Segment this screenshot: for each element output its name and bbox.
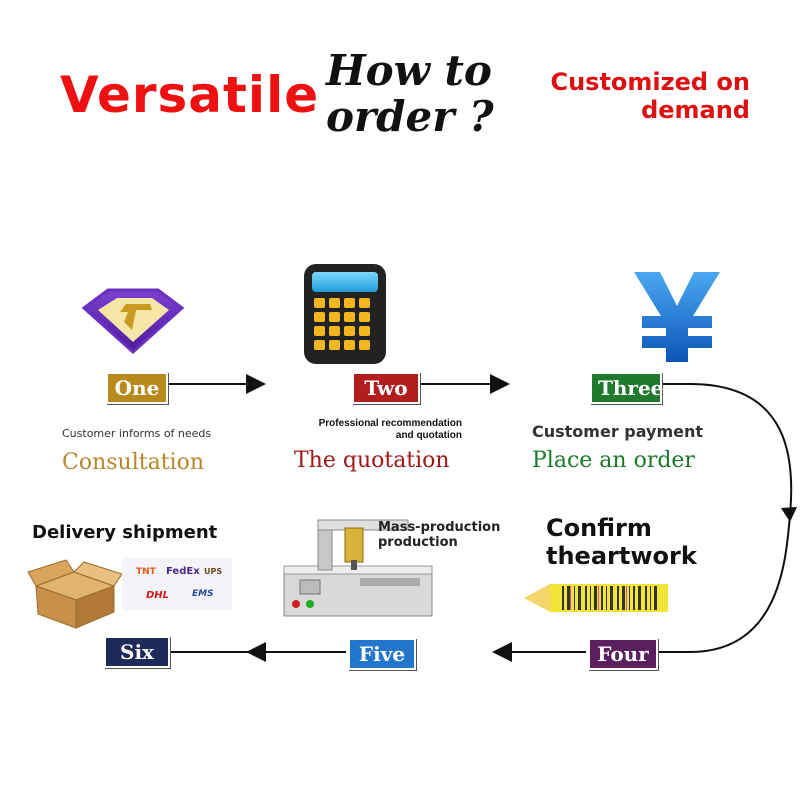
yen-icon bbox=[634, 272, 720, 362]
step-five-title: Mass-production production bbox=[378, 520, 500, 550]
headline-how-to-order: How to order ? bbox=[326, 48, 494, 140]
step-badge-two: Two bbox=[352, 372, 420, 404]
courier-logo-fedex: FedEx bbox=[166, 566, 200, 577]
step-badge-six: Six bbox=[104, 636, 170, 668]
pencil-barcode-icon bbox=[524, 584, 668, 612]
headline-customized-line1: Customized on bbox=[550, 68, 750, 96]
step-six-title: Delivery shipment bbox=[32, 522, 218, 543]
courier-logo-tnt: TNT bbox=[136, 567, 157, 577]
shipping-box-icon bbox=[27, 559, 123, 629]
step-badge-one: One bbox=[106, 372, 168, 404]
step-two-description-line2: and quotation bbox=[395, 430, 462, 441]
step-three-description: Customer payment bbox=[532, 422, 704, 441]
superman-logo-icon bbox=[81, 288, 185, 355]
step-five-title-line2: production bbox=[378, 535, 458, 550]
step-four-title-line1: Confirm bbox=[546, 514, 652, 542]
step-four-title-line2: theartwork bbox=[546, 542, 697, 570]
headline-how-to-line1: How to bbox=[326, 46, 492, 95]
step-two-title: The quotation bbox=[294, 448, 450, 473]
courier-logo-ems: EMS bbox=[192, 589, 214, 599]
step-badge-four: Four bbox=[588, 638, 658, 670]
courier-logos: TNT FedEx UPS DHL EMS bbox=[122, 558, 232, 610]
step-three-title: Place an order bbox=[532, 448, 695, 473]
step-four-title: Confirm theartwork bbox=[546, 514, 697, 570]
step-badge-three: Three bbox=[590, 372, 663, 404]
headline-customized-line2: demand bbox=[641, 96, 750, 124]
step-two-description-line1: Professional recommendation bbox=[318, 418, 462, 429]
step-five-title-line1: Mass-production bbox=[378, 520, 501, 535]
step-one-title: Consultation bbox=[62, 450, 204, 475]
calculator-icon bbox=[304, 264, 386, 364]
step-badge-five: Five bbox=[348, 638, 416, 670]
courier-logo-ups: UPS bbox=[204, 567, 222, 576]
courier-logo-dhl: DHL bbox=[146, 590, 169, 601]
connector-three-four-curve bbox=[689, 383, 793, 653]
step-one-description: Customer informs of needs bbox=[62, 427, 212, 440]
headline-customized: Customized on demand bbox=[540, 68, 750, 124]
headline-versatile: Versatile bbox=[60, 66, 320, 124]
headline-how-to-line2: order ? bbox=[326, 92, 494, 141]
step-two-description: Professional recommendation and quotatio… bbox=[300, 418, 462, 442]
curve-arrowhead bbox=[781, 507, 797, 522]
dispensing-machine-icon bbox=[283, 519, 433, 617]
